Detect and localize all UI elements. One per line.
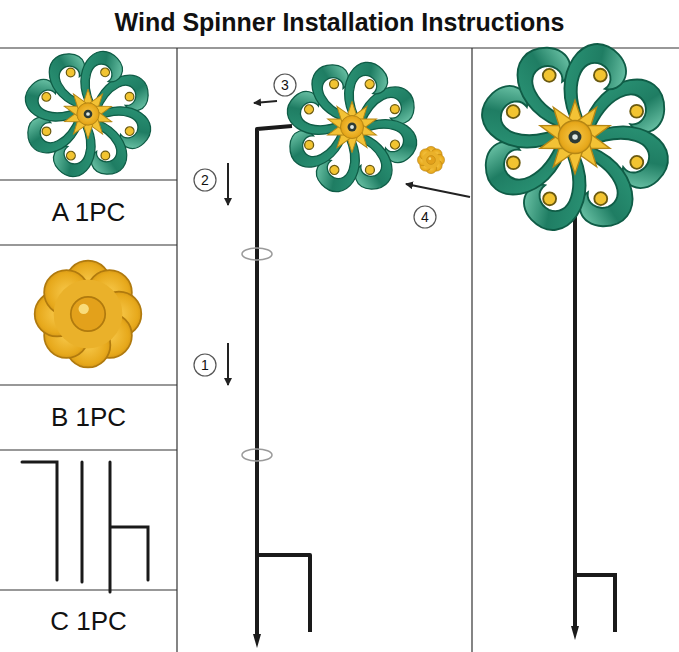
callout-number: 4 — [414, 206, 436, 228]
stake-parts — [22, 462, 148, 592]
callout-circles — [194, 74, 436, 376]
art-shape — [0, 244, 177, 245]
assembled-stake — [575, 200, 615, 632]
sheet-title: Wind Spinner Installation Instructions — [0, 0, 679, 44]
art-shape — [573, 200, 577, 632]
callout-number: 1 — [194, 354, 216, 376]
art-shape — [110, 462, 148, 592]
art-shape — [176, 48, 177, 652]
callout-number: 2 — [194, 169, 216, 191]
art-shape — [257, 555, 310, 632]
flower-cap-part — [35, 261, 142, 368]
art-shape — [242, 248, 272, 260]
art-shape — [194, 169, 216, 191]
art-shape — [0, 589, 177, 590]
joint-rings — [242, 248, 272, 461]
art-shape — [227, 163, 229, 205]
art-shape — [0, 449, 177, 450]
stake-tip — [253, 634, 261, 648]
stake-tip — [571, 626, 579, 640]
art-shape — [0, 47, 679, 48]
step-arrows — [228, 101, 470, 385]
art-shape — [0, 384, 177, 385]
art-shape — [242, 449, 272, 461]
art-shape — [227, 343, 229, 385]
art-shape — [194, 354, 216, 376]
art-shape — [274, 74, 296, 96]
spinner-part — [280, 55, 424, 199]
art-shape — [81, 462, 84, 582]
art-shape — [471, 48, 472, 652]
stake-assembly — [257, 126, 310, 640]
art-shape — [406, 184, 470, 197]
part-label: A 1PC — [0, 180, 177, 245]
art-shape — [414, 206, 436, 228]
art-shape — [257, 126, 292, 640]
art-shape — [0, 179, 177, 180]
spinner-part — [18, 44, 158, 184]
part-label: C 1PC — [0, 590, 177, 652]
assembled-spinner — [471, 33, 679, 241]
art-shape — [22, 462, 57, 580]
art-shape — [575, 575, 615, 632]
flower-cap-part — [417, 146, 444, 173]
part-label: B 1PC — [0, 385, 177, 450]
callout-number: 3 — [274, 74, 296, 96]
art-shape — [254, 101, 277, 103]
